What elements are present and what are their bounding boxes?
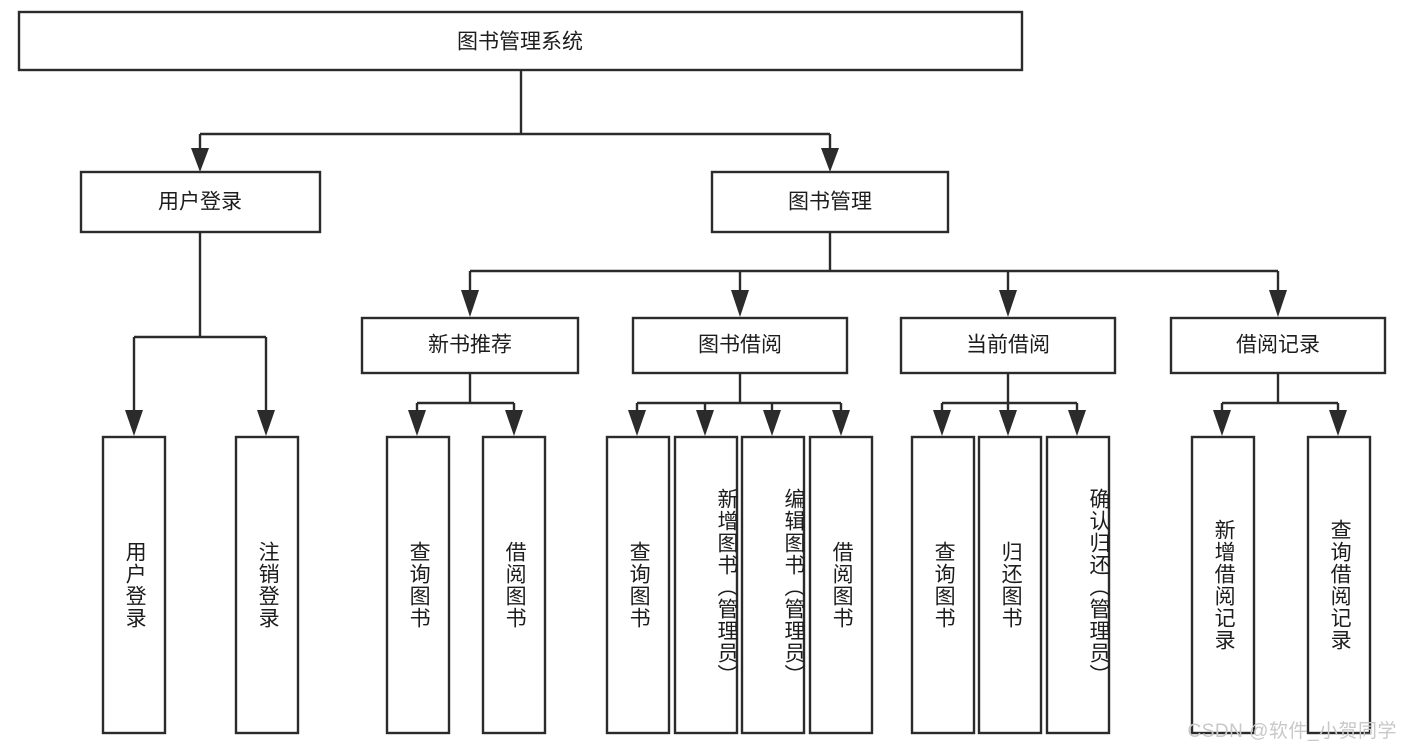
node-new-book-recommend[interactable]: 新书推荐 [360, 316, 580, 375]
node-current-borrow[interactable]: 当前借阅 [899, 316, 1117, 375]
leaf-box-query-book-1[interactable] [385, 435, 451, 735]
leaf-box-add-book[interactable] [673, 435, 739, 735]
leaf-box-user-login[interactable] [101, 435, 167, 735]
arrowhead-leaf-confirm-return [1068, 410, 1086, 436]
node-current-borrow-label: 当前借阅 [966, 334, 1050, 357]
leaf-box-borrow-book-1[interactable] [481, 435, 547, 735]
node-user-login-box[interactable] [79, 170, 322, 234]
arrowhead-leaf-query-book-3 [933, 410, 951, 436]
node-root[interactable]: 图书管理系统 [17, 10, 1024, 72]
csdn-watermark: CSDN @软件_小贺同学 [1187, 721, 1397, 742]
leaf-boxes [101, 435, 1372, 735]
arrowhead-leaf-query-record [1329, 410, 1347, 436]
node-user-login-label: 用户登录 [158, 191, 242, 214]
leaf-box-query-book-3[interactable] [910, 435, 976, 735]
arrowhead-leaf-add-record [1213, 410, 1231, 436]
arrowhead-leaf-return-book [999, 410, 1017, 436]
node-book-borrow-box[interactable] [631, 316, 849, 375]
arrowhead-current-borrow [999, 290, 1017, 317]
node-current-borrow-box[interactable] [899, 316, 1117, 375]
arrowhead-user-login [191, 148, 209, 172]
node-borrow-record[interactable]: 借阅记录 [1169, 316, 1387, 375]
node-book-borrow[interactable]: 图书借阅 [631, 316, 849, 375]
arrowhead-new-book-recommend [461, 290, 479, 317]
node-user-login[interactable]: 用户登录 [79, 170, 322, 234]
leaf-box-query-record[interactable] [1306, 435, 1372, 735]
node-new-book-recommend-box[interactable] [360, 316, 580, 375]
leaf-box-return-book[interactable] [977, 435, 1043, 735]
node-new-book-recommend-label: 新书推荐 [428, 334, 512, 357]
node-root-label: 图书管理系统 [457, 31, 583, 54]
node-book-borrow-label: 图书借阅 [698, 334, 782, 357]
leaf-box-edit-book[interactable] [740, 435, 806, 735]
arrowhead-leaf-query-book-2 [628, 410, 646, 436]
leaf-box-query-book-2[interactable] [605, 435, 671, 735]
node-book-manage-box[interactable] [710, 170, 950, 234]
leaf-box-user-logout[interactable] [234, 435, 300, 735]
node-book-manage[interactable]: 图书管理 [710, 170, 950, 234]
arrowhead-leaf-user-logout [257, 410, 275, 436]
leaf-box-confirm-return[interactable] [1045, 435, 1111, 735]
arrowhead-leaf-user-login [125, 410, 143, 436]
leaf-box-add-record[interactable] [1190, 435, 1256, 735]
arrowhead-book-borrow [731, 290, 749, 317]
arrowhead-leaf-borrow-book-1 [505, 410, 523, 436]
arrowhead-leaf-query-book-1 [408, 410, 426, 436]
arrowhead-borrow-record [1269, 290, 1287, 317]
node-borrow-record-box[interactable] [1169, 316, 1387, 375]
node-root-box[interactable] [17, 10, 1024, 72]
arrowhead-leaf-borrow-book-2 [832, 410, 850, 436]
leaf-box-borrow-book-2[interactable] [808, 435, 874, 735]
node-borrow-record-label: 借阅记录 [1236, 334, 1320, 357]
arrowhead-leaf-edit-book [763, 410, 781, 436]
arrowhead-book-manage [821, 148, 839, 172]
arrowhead-leaf-add-book [696, 410, 714, 436]
node-book-manage-label: 图书管理 [788, 191, 872, 214]
connectors [125, 70, 1347, 436]
